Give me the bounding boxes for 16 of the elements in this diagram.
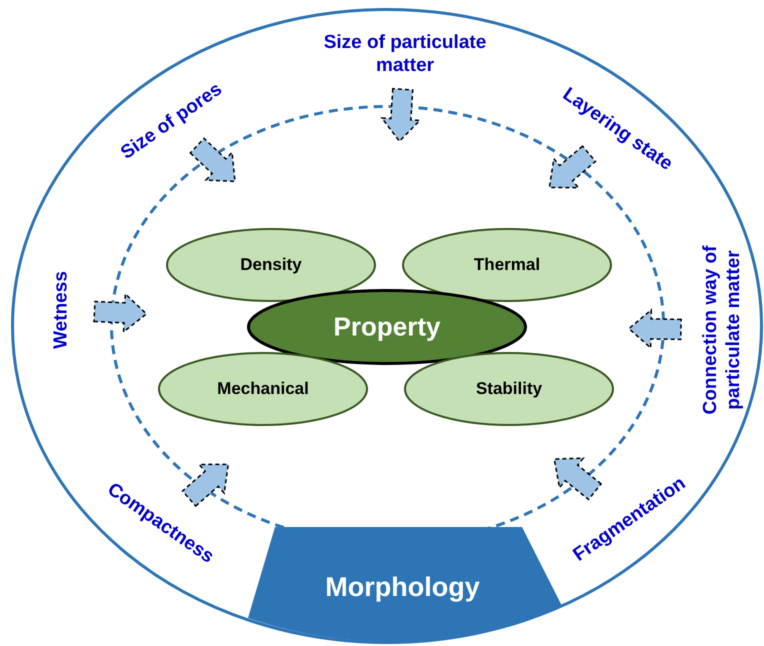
factor-label: Connection way of particulate matter bbox=[700, 244, 745, 416]
block-arrow bbox=[189, 137, 236, 182]
ellipse-label: Stability bbox=[474, 378, 544, 400]
block-arrow bbox=[548, 145, 597, 188]
ellipse-label: Density bbox=[239, 254, 303, 276]
block-arrow bbox=[181, 464, 230, 508]
block-arrow bbox=[380, 88, 422, 142]
block-arrow bbox=[93, 292, 148, 334]
ellipse-label: Property bbox=[332, 311, 442, 343]
band-label: Morphology bbox=[324, 570, 481, 604]
block-arrow bbox=[553, 457, 602, 501]
ellipse-label: Mechanical bbox=[216, 378, 310, 400]
factor-label: Size of particulate matter bbox=[322, 32, 488, 78]
factor-label: Wetness bbox=[50, 270, 73, 351]
block-arrow bbox=[628, 308, 682, 350]
ellipse-label: Thermal bbox=[472, 254, 542, 276]
